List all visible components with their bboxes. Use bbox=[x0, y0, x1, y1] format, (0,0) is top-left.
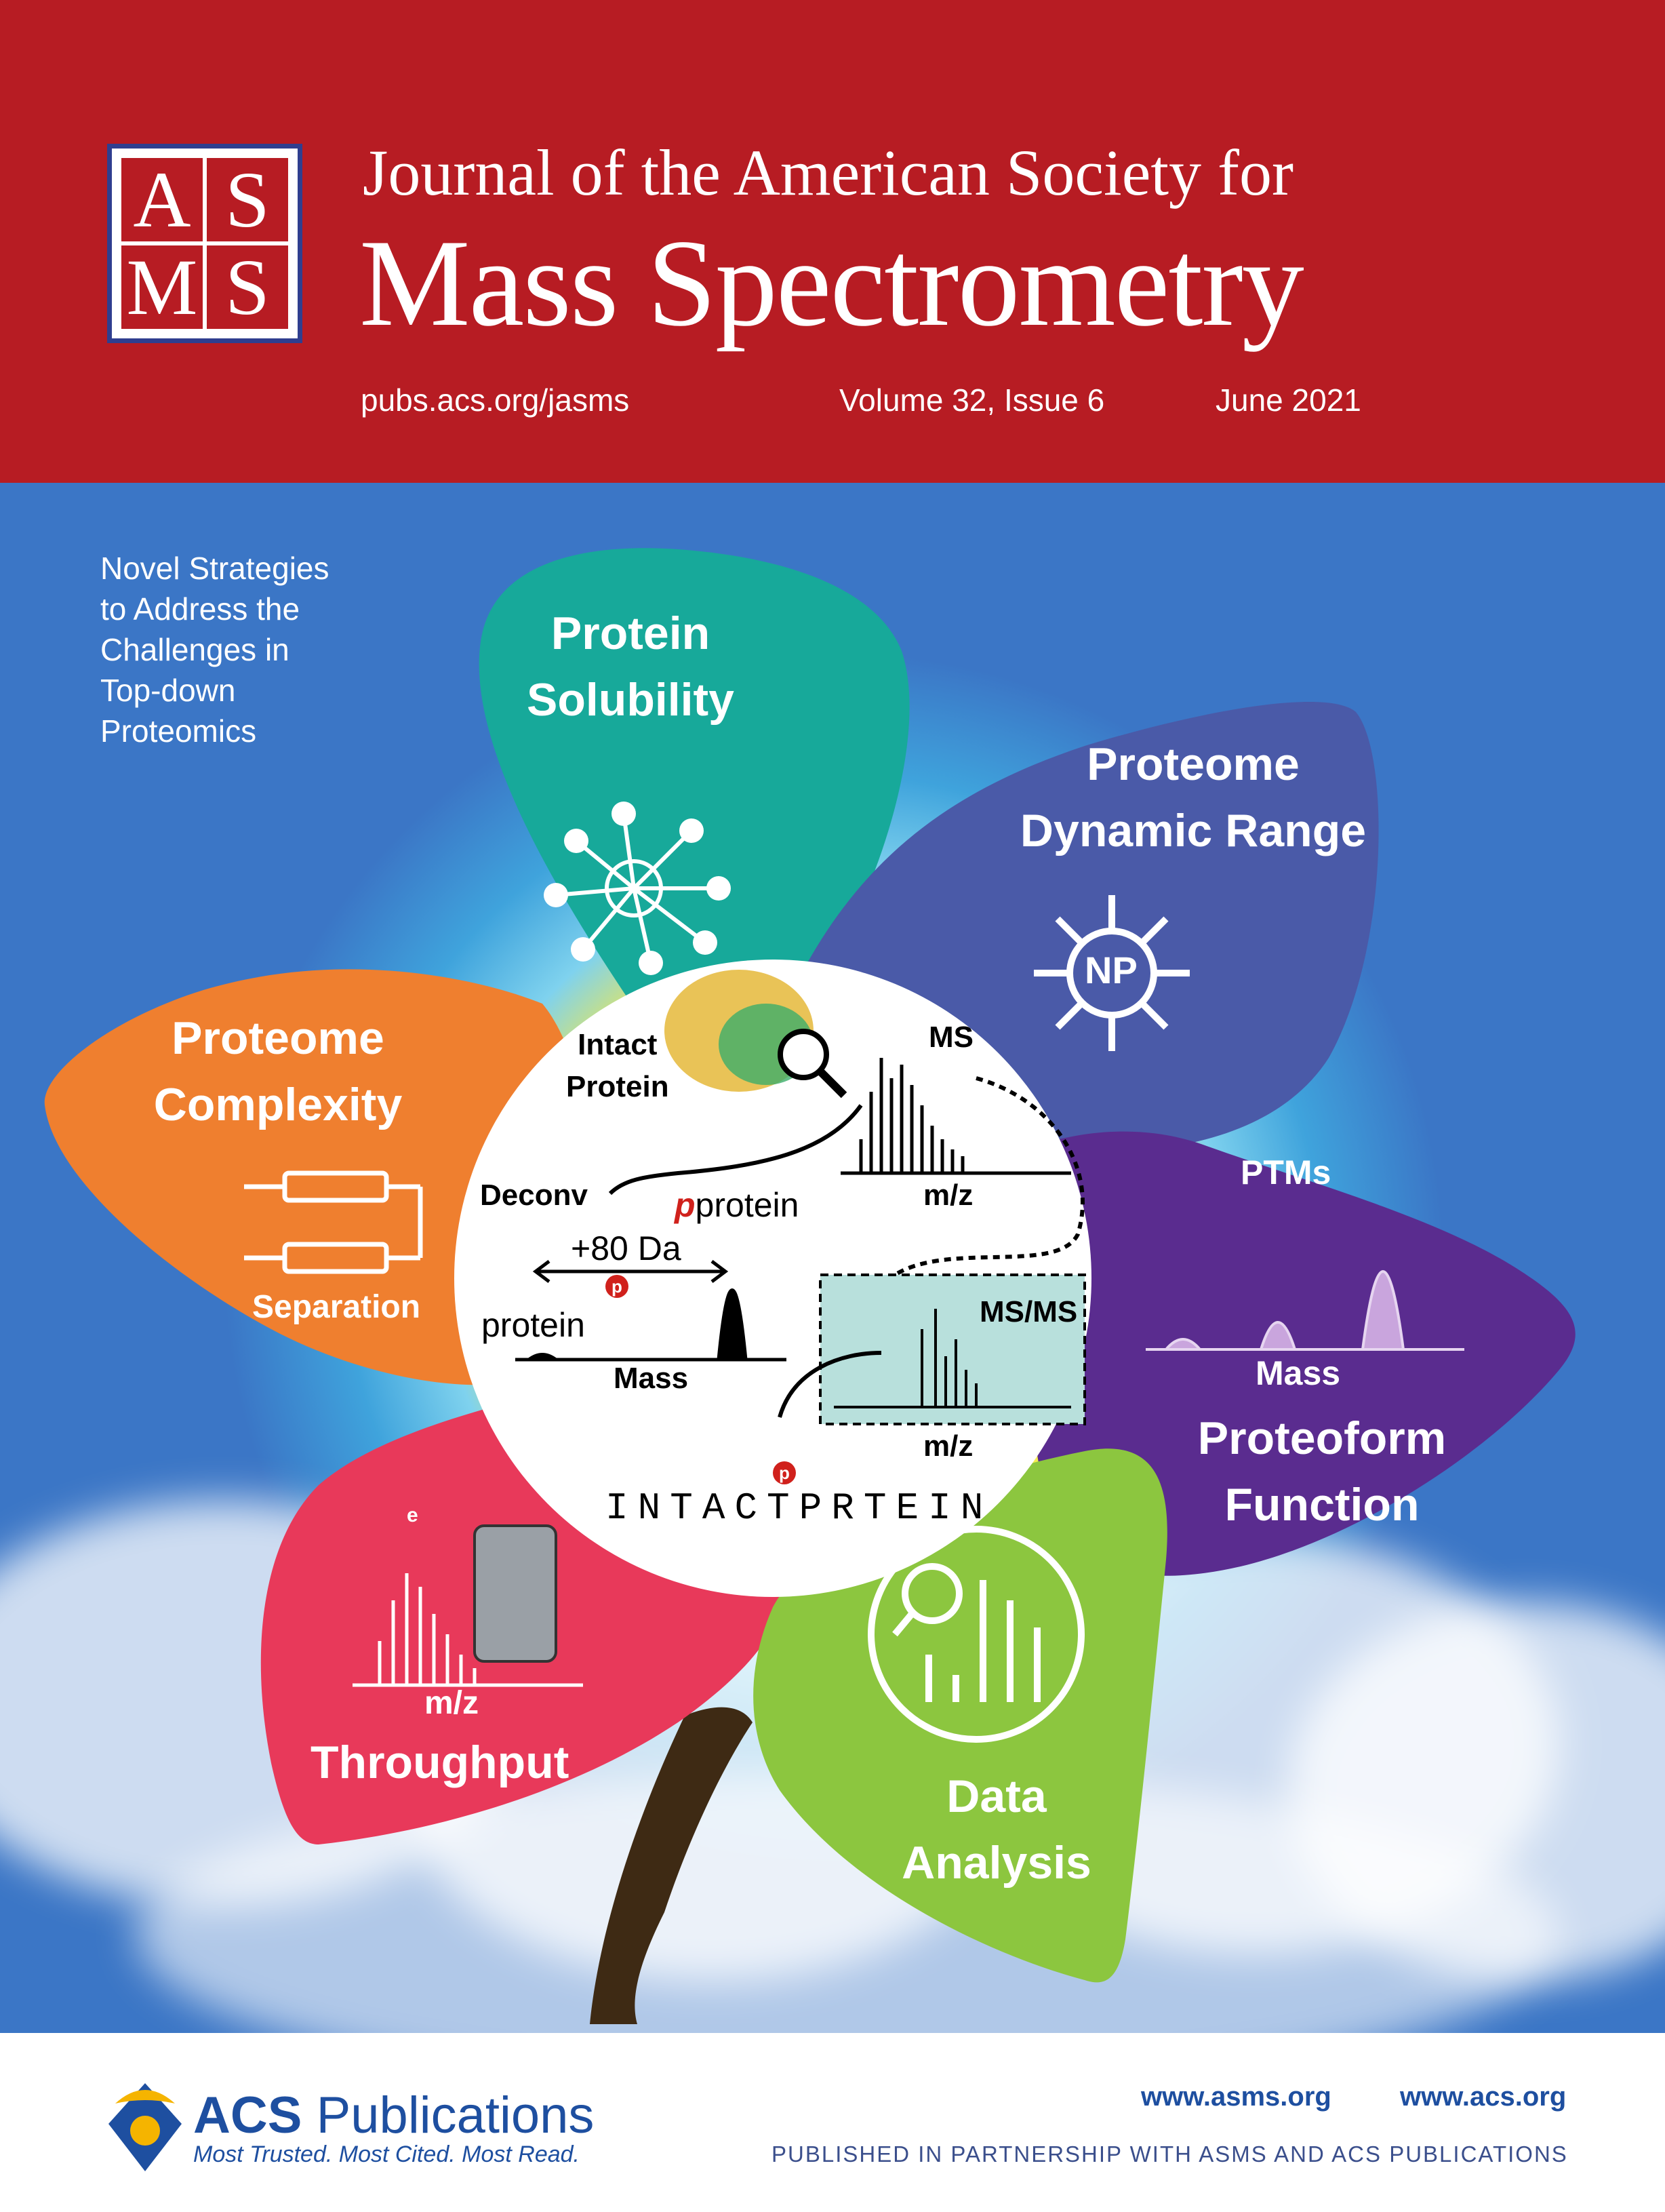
asms-logo: A S M S bbox=[107, 144, 302, 343]
proteoform-peaks bbox=[1146, 1270, 1464, 1351]
label-data-analysis: Data Analysis bbox=[902, 1771, 1091, 1889]
sequence-phospho-icon: p bbox=[773, 1461, 796, 1484]
label-protein-solubility: Protein Solubility bbox=[527, 608, 734, 726]
data-analysis-icon bbox=[868, 1526, 1085, 1743]
label-ptms: PTMs bbox=[1241, 1153, 1331, 1191]
center-disc bbox=[454, 960, 1091, 1597]
tagline-line: Top-down bbox=[100, 673, 236, 708]
tagline-line: Proteomics bbox=[100, 713, 257, 749]
label-mass-shift: +80 Da bbox=[571, 1229, 681, 1267]
acs-tagline: Most Trusted. Most Cited. Most Read. bbox=[193, 2141, 580, 2167]
protein-sequence: INTACTPRTEIN bbox=[605, 1486, 993, 1530]
nanoparticle-icon bbox=[1034, 895, 1190, 1051]
volume-issue: Volume 32, Issue 6 bbox=[839, 382, 1105, 418]
label-function-mass: Mass bbox=[1256, 1354, 1341, 1392]
tagline-line: to Address the bbox=[100, 591, 300, 627]
label-protein: protein bbox=[481, 1306, 585, 1344]
logo-letter: A bbox=[119, 155, 205, 244]
issue-date: June 2021 bbox=[1216, 382, 1361, 418]
label-proteoform-function: Proteoform Function bbox=[1197, 1413, 1447, 1530]
label-intact-protein: Intact Protein bbox=[566, 1028, 669, 1103]
label-throughput: Throughput bbox=[310, 1737, 569, 1788]
petal-proteoform-function bbox=[1017, 1131, 1576, 1576]
label-throughput-mz: m/z bbox=[424, 1685, 479, 1721]
acs-url[interactable]: www.acs.org bbox=[1400, 2082, 1567, 2112]
msms-spectrum bbox=[834, 1309, 1071, 1408]
tagline-line: Novel Strategies bbox=[100, 551, 329, 586]
label-deconv: Deconv bbox=[480, 1179, 588, 1212]
label-dynamic-range: Proteome Dynamic Range bbox=[1020, 738, 1367, 856]
label-separation: Separation bbox=[252, 1289, 421, 1325]
logo-letter: M bbox=[119, 243, 205, 332]
msms-box bbox=[819, 1273, 1086, 1425]
micelle-heads bbox=[544, 802, 731, 975]
label-msms: MS/MS bbox=[980, 1295, 1078, 1328]
logo-letter: S bbox=[204, 155, 291, 244]
partnership-note: PUBLISHED IN PARTNERSHIP WITH ASMS AND A… bbox=[771, 2141, 1568, 2167]
tagline-line: Challenges in bbox=[100, 632, 289, 667]
cover-tagline: Novel Strategies to Address the Challeng… bbox=[100, 548, 329, 751]
label-mass: Mass bbox=[614, 1362, 689, 1395]
separation-icon bbox=[244, 1170, 423, 1274]
flow-arrow bbox=[778, 1351, 882, 1418]
label-ms: MS bbox=[929, 1021, 974, 1054]
label-electron: e bbox=[407, 1504, 418, 1526]
throughput-spectrum bbox=[353, 1573, 583, 1687]
mass-shift-arrow bbox=[532, 1260, 729, 1283]
flow-arrow bbox=[608, 1104, 863, 1196]
flower-stem bbox=[590, 1707, 753, 2024]
petal-protein-solubility bbox=[479, 548, 910, 1074]
journal-title-line1: Journal of the American Society for bbox=[363, 136, 1293, 209]
journal-url[interactable]: pubs.acs.org/jasms bbox=[361, 382, 630, 418]
journal-title-line2: Mass Spectrometry bbox=[359, 214, 1304, 352]
acs-eagle-logo-icon bbox=[108, 2083, 182, 2171]
acs-publications-wordmark: ACS Publications bbox=[193, 2087, 595, 2144]
deconvoluted-mass-spectrum bbox=[515, 1288, 786, 1362]
asms-url[interactable]: www.asms.org bbox=[1141, 2082, 1331, 2112]
ms-spectrum bbox=[841, 1058, 1071, 1175]
label-pprotein: pprotein bbox=[675, 1186, 799, 1224]
np-icon-text: NP bbox=[1085, 949, 1138, 991]
instrument-icon bbox=[473, 1524, 557, 1663]
label-proteome-complexity: Proteome Complexity bbox=[153, 1012, 403, 1130]
flow-arrow bbox=[894, 1076, 1085, 1277]
label-ms-mz: m/z bbox=[923, 1179, 974, 1212]
label-msms-mz: m/z bbox=[923, 1429, 974, 1463]
micelle-icon bbox=[555, 813, 719, 964]
phospho-marker-icon: p bbox=[605, 1275, 628, 1298]
publisher-footer bbox=[0, 2033, 1665, 2212]
journal-header: A S M S Journal of the American Society … bbox=[0, 0, 1665, 483]
magnifier-icon bbox=[778, 1029, 829, 1080]
logo-letter: S bbox=[204, 243, 291, 332]
